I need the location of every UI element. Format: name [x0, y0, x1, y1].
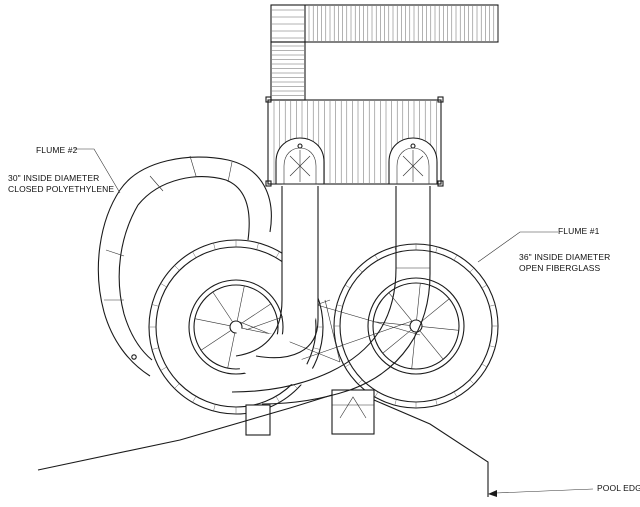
stair-run	[270, 41, 306, 101]
tube-drop-left	[236, 184, 340, 385]
pool-edge-label: POOL EDGE	[597, 483, 640, 493]
flume-2-spec-line2: CLOSED POLYETHYLENE	[8, 184, 115, 194]
flume-1-title: FLUME #1	[558, 226, 600, 236]
flume-1-spec-line2: OPEN FIBERGLASS	[519, 263, 601, 273]
flume-2-loop	[97, 155, 272, 377]
flume-2-spec-line1: 30" INSIDE DIAMETER	[8, 173, 100, 183]
tube-drop-right	[231, 186, 431, 405]
leader-lines	[74, 148, 594, 497]
left-helix	[148, 239, 324, 415]
tube-curve-left	[235, 299, 283, 357]
upper-walkway	[270, 4, 499, 43]
pool-edge-line	[37, 394, 489, 497]
right-helix	[333, 243, 499, 409]
start-canopy-left	[275, 137, 325, 185]
flume-1-spec-line1: 36" INSIDE DIAMETER	[519, 252, 611, 262]
support-footings	[245, 389, 375, 436]
flume-2-title: FLUME #2	[36, 145, 78, 155]
start-canopy-right	[388, 137, 438, 185]
